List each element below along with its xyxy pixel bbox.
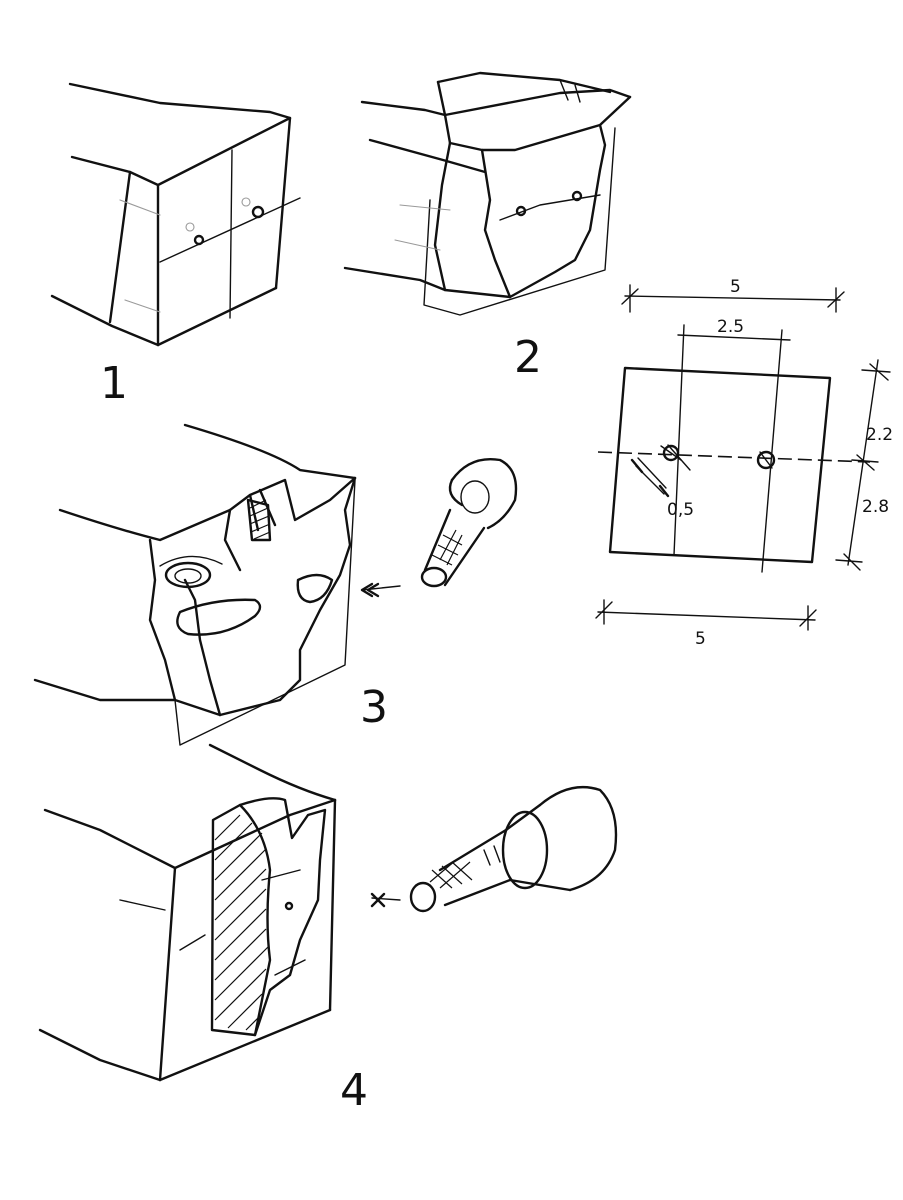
- step-1-block: [50, 82, 301, 347]
- dim-top-width: 5: [730, 277, 741, 297]
- dimension-diagram: [595, 284, 891, 631]
- step-4-label: 4: [340, 1065, 368, 1116]
- step-2-block: [343, 71, 632, 316]
- step-4-carving: [38, 743, 618, 1082]
- dim-lower-height: 2.8: [862, 497, 889, 517]
- dim-hole-spacing: 2.5: [717, 317, 744, 337]
- step-3-carving: [33, 423, 518, 746]
- dim-hole-offset: 0,5: [667, 500, 694, 520]
- step-3-label: 3: [360, 682, 388, 733]
- dim-upper-height: 2.2: [866, 425, 893, 445]
- step-1-label: 1: [100, 358, 128, 409]
- step-2-label: 2: [514, 332, 542, 383]
- dim-bottom-width: 5: [695, 629, 706, 649]
